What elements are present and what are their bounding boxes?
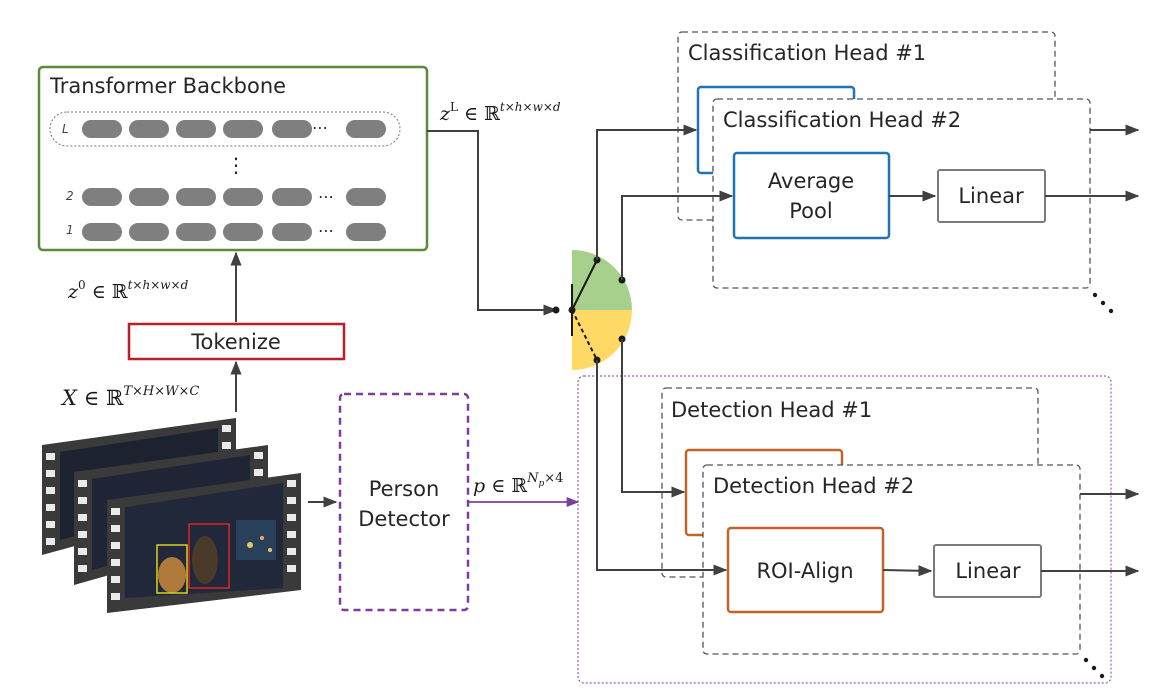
tokenize-label: Tokenize bbox=[190, 330, 281, 354]
backbone-title: Transformer Backbone bbox=[49, 74, 286, 98]
detection-more-dots bbox=[1083, 657, 1105, 679]
layer-L-highlight bbox=[49, 111, 401, 147]
input-X-label: X ∈ ℝT×H×W×C bbox=[60, 384, 199, 410]
layer-label-2: 2 bbox=[66, 189, 74, 203]
layer-1-ellipsis: ⋯ bbox=[318, 221, 334, 240]
classification-more-dots bbox=[1092, 292, 1114, 314]
arrow-switch-to-classification-1 bbox=[596, 124, 698, 260]
arrow-switch-to-detection-1 bbox=[621, 339, 686, 498]
layer-L-tokens bbox=[82, 120, 386, 138]
detection-head-2-title: Detection Head #2 bbox=[713, 474, 914, 498]
detector-label-line1: Person bbox=[369, 477, 440, 501]
average-pool-line2: Pool bbox=[789, 199, 832, 223]
video-frames bbox=[42, 418, 301, 613]
average-pool-line1: Average bbox=[768, 169, 854, 193]
video-frame-front bbox=[107, 473, 301, 613]
layer-2-tokens bbox=[82, 188, 386, 206]
classification-head-2-title: Classification Head #2 bbox=[723, 108, 961, 132]
classification-linear-label: Linear bbox=[958, 184, 1024, 208]
zL-label: zL ∈ ℝt×h×w×d bbox=[439, 100, 561, 125]
arrow-roi-to-linear bbox=[882, 565, 933, 577]
arrow-switch-to-detection-2 bbox=[596, 360, 728, 576]
layer-label-1: 1 bbox=[66, 223, 74, 237]
average-pool-block bbox=[732, 151, 891, 240]
person-detector-block: Person Detector bbox=[338, 392, 470, 612]
arrow-backbone-to-switch bbox=[427, 130, 558, 316]
tokenize-block: Tokenize bbox=[127, 322, 346, 361]
roi-align-label: ROI-Align bbox=[756, 559, 853, 583]
layer-L-ellipsis: ⋯ bbox=[312, 118, 328, 137]
boxes-p-label: p ∈ ℝNp×4 bbox=[473, 471, 563, 497]
classification-head-2 bbox=[712, 98, 1091, 289]
layer-1-tokens bbox=[82, 223, 386, 241]
layers-vertical-ellipsis: ⋮ bbox=[226, 153, 246, 177]
arrow-switch-to-classification-2 bbox=[621, 190, 734, 280]
layer-label-L: L bbox=[62, 122, 69, 136]
classification-head-1-title: Classification Head #1 bbox=[688, 41, 926, 65]
detection-heads-container bbox=[577, 375, 1112, 684]
transformer-backbone: Transformer Backbone L ⋯ ⋮ 2 ⋯ 1 bbox=[37, 65, 429, 252]
z0-label: z0 ∈ ℝt×h×w×d bbox=[67, 278, 189, 303]
detection-heads: Detection Head #1 Detection Head #2 ROI-… bbox=[577, 375, 1140, 684]
detection-linear-label: Linear bbox=[955, 559, 1021, 583]
detection-head-1-title: Detection Head #1 bbox=[671, 398, 872, 422]
head-switch bbox=[552, 250, 632, 370]
layer-2-ellipsis: ⋯ bbox=[318, 187, 334, 206]
classification-heads: Classification Head #1 Classification He… bbox=[677, 31, 1140, 314]
detector-label-line2: Detector bbox=[358, 507, 450, 531]
